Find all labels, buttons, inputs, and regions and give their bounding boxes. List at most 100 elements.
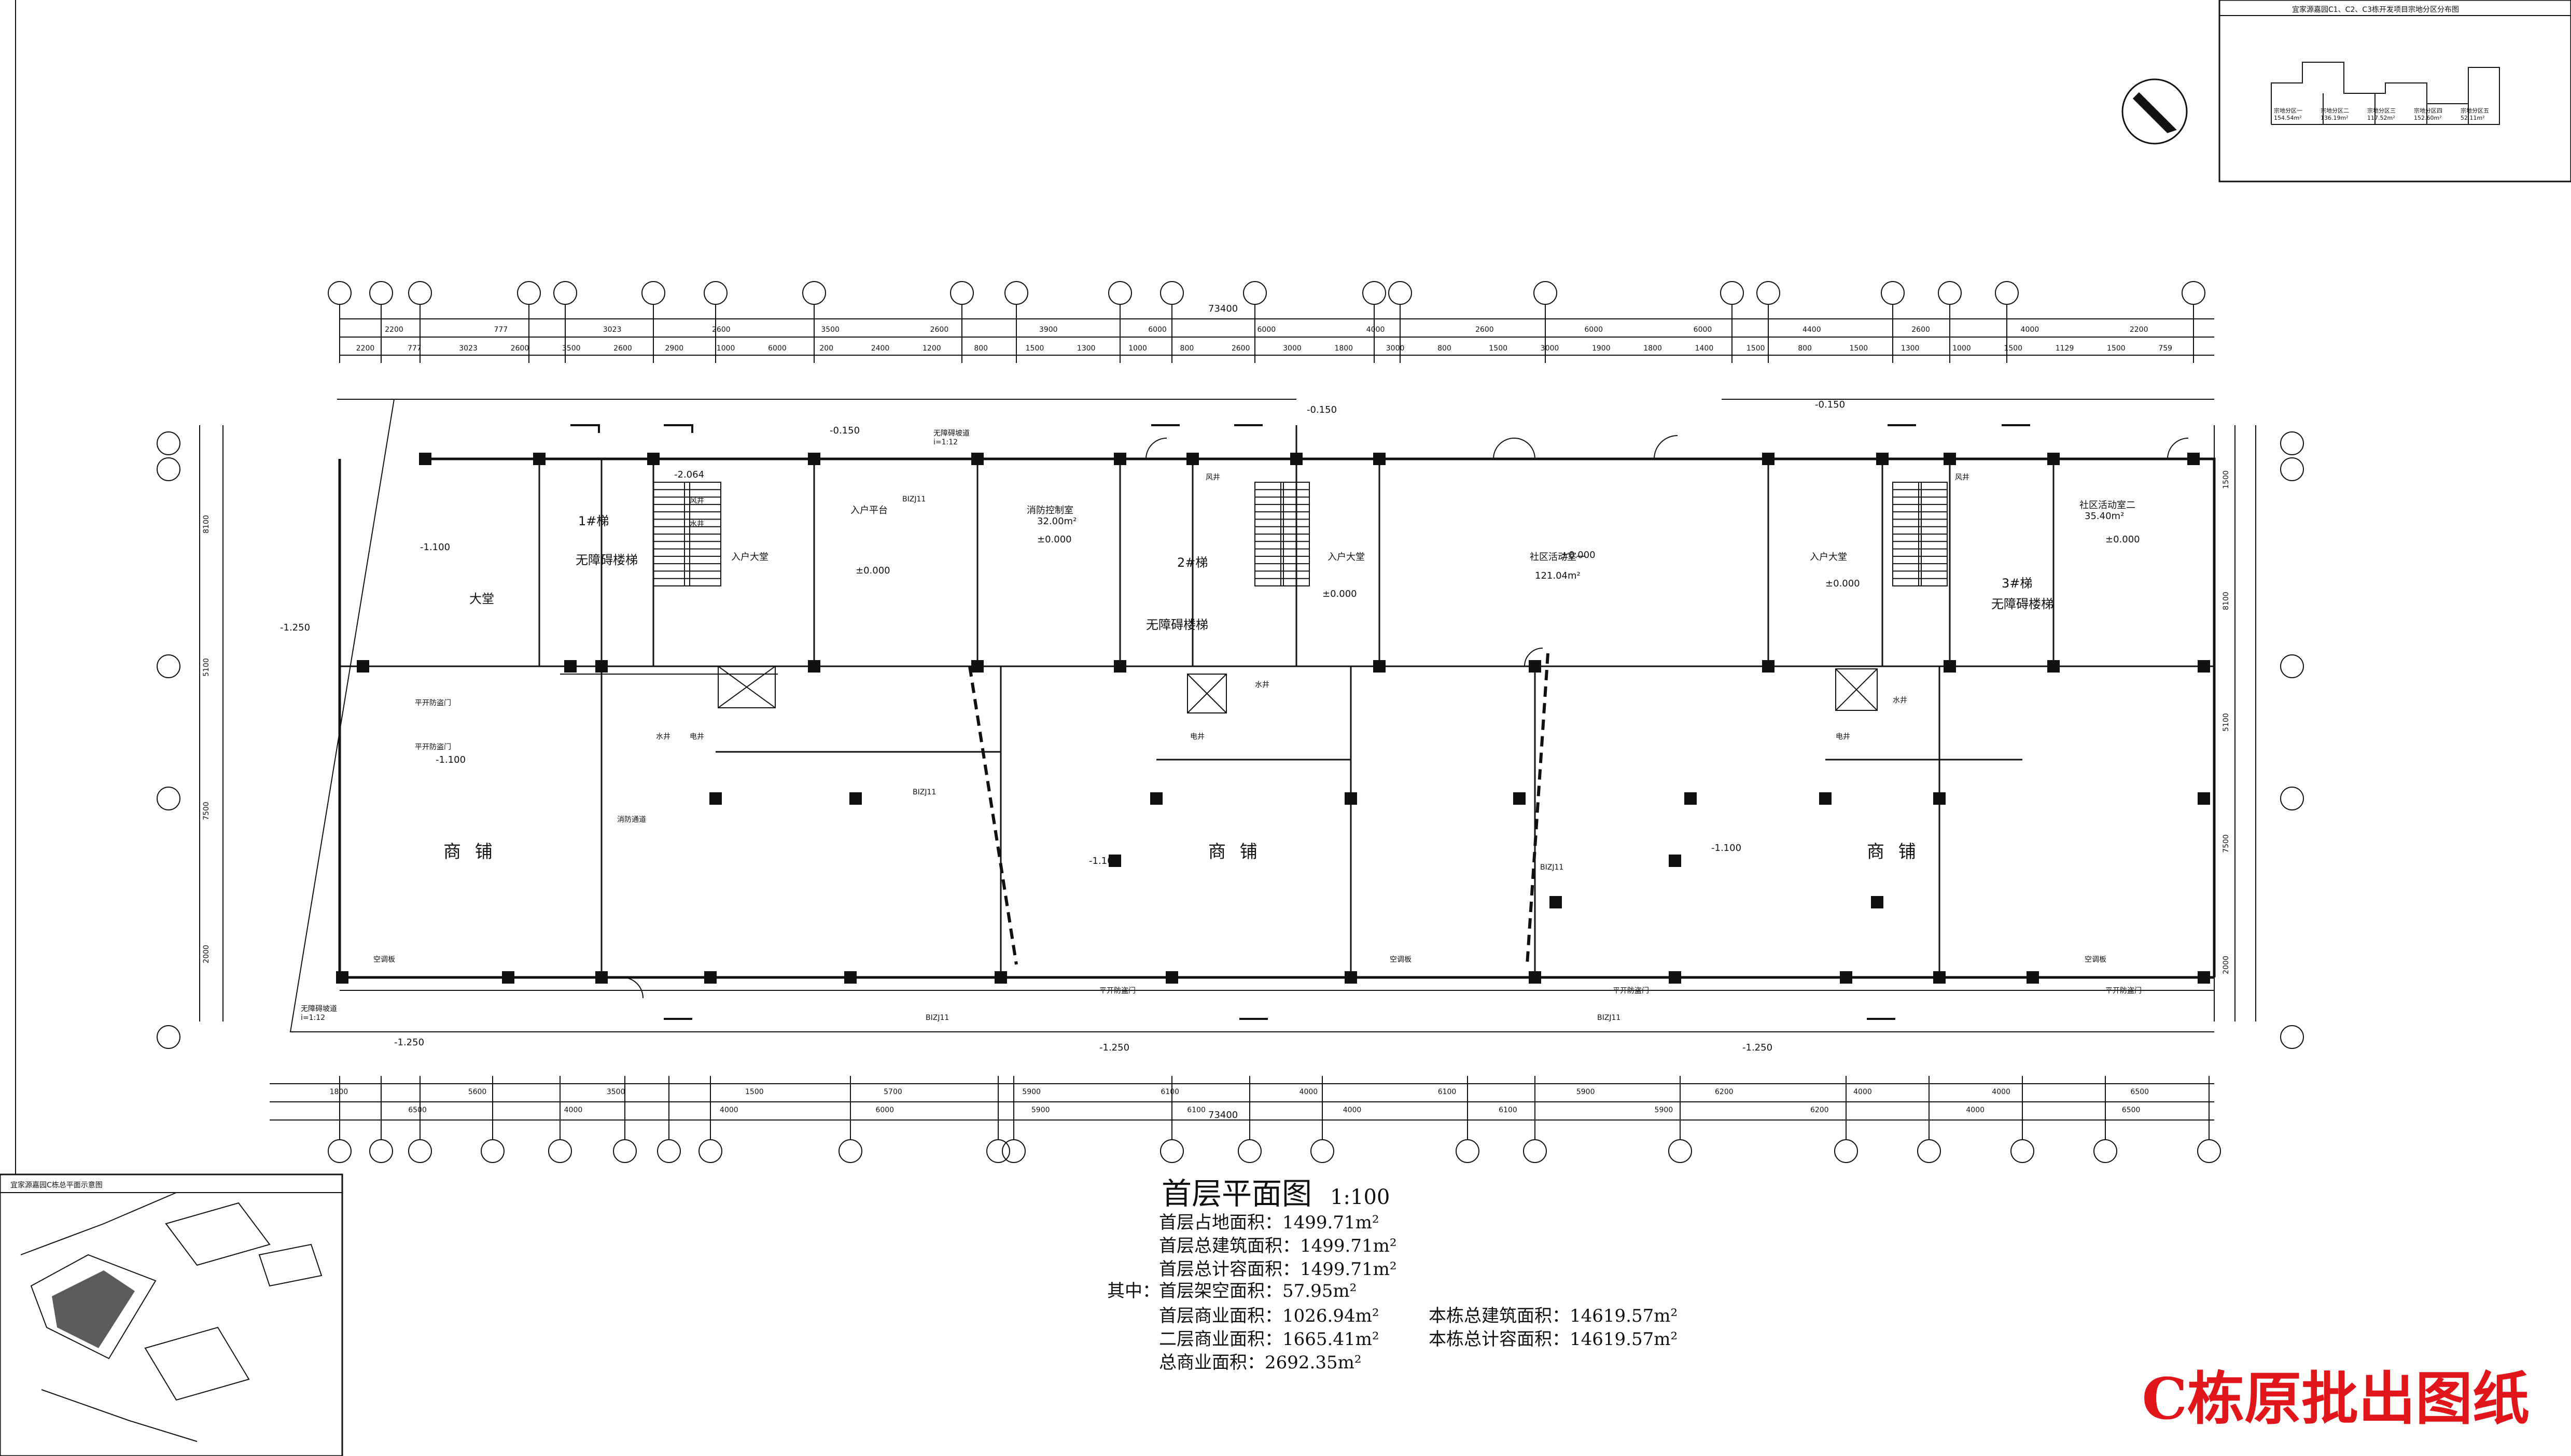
- dimension-label: 2600: [510, 344, 529, 353]
- water-shaft-label-3: 水井: [1255, 681, 1269, 689]
- dimension-label: 6200: [1810, 1106, 1829, 1114]
- gate-label-1: 平开防盗门: [415, 699, 451, 707]
- dimension-label: 6100: [1437, 1088, 1457, 1096]
- stair-1-icon: [653, 482, 721, 586]
- dimension-label: 2200: [385, 326, 403, 334]
- dimension-label: 4000: [1853, 1088, 1872, 1096]
- dimension-label: 1500: [1746, 344, 1765, 353]
- elevation-zero-4: ±0.000: [1561, 550, 1596, 561]
- dimension-label: 7500: [202, 801, 211, 820]
- dimension-label: 5100: [2221, 713, 2230, 732]
- stat-bldg-far: 本栋总计容面积：14619.57m²: [1429, 1329, 1678, 1350]
- elevation-top-2: -0.150: [1307, 404, 1337, 415]
- top-dimension-lines: [340, 318, 2214, 356]
- stat-l1-build: 首层总建筑面积：1499.71m²: [1159, 1236, 1397, 1256]
- dimension-label: 1500: [2004, 344, 2023, 353]
- dimension-label: 5900: [1031, 1106, 1050, 1114]
- shop-label-2: 商 铺: [1208, 842, 1262, 862]
- dimension-label: 1400: [1695, 344, 1714, 353]
- community-room-2-label: 社区活动室二: [2079, 500, 2135, 511]
- ramp-label-2: 无障碍坡道: [933, 429, 970, 438]
- dimension-label: 1300: [1077, 344, 1096, 353]
- dimension-label: 2900: [665, 344, 684, 353]
- escape-stair-label: 无障碍楼梯: [576, 553, 638, 567]
- elevation-top-3: -0.150: [1815, 399, 1846, 410]
- dimension-label: 6000: [1584, 326, 1603, 334]
- elevation-bottom-2: -1.250: [1099, 1042, 1130, 1053]
- dimension-label: 6000: [768, 344, 787, 353]
- stat-bldg-total: 本栋总建筑面积：14619.57m²: [1429, 1306, 1678, 1326]
- elec-shaft-label: 电井: [690, 733, 704, 741]
- dimension-label: 4000: [1343, 1106, 1362, 1114]
- elec-shaft-label-2: 电井: [1190, 733, 1205, 741]
- zoning-item: 宗地分区二 136.19m²: [2321, 107, 2349, 121]
- elevation-zero-2: ±0.000: [1037, 534, 1072, 545]
- dimension-label: 1000: [716, 344, 735, 353]
- community-room-1-label: 社区活动室一: [1530, 552, 1586, 563]
- side-grid-axes: [157, 431, 2304, 1049]
- dimension-label: 4000: [1366, 326, 1385, 334]
- elevation-stair: -2.064: [674, 469, 705, 480]
- top-grid-axes: [328, 281, 2205, 363]
- dimension-label: 8100: [202, 515, 211, 534]
- dimension-label: 777: [407, 344, 422, 353]
- bottom-dimension-lines: [270, 1083, 2214, 1121]
- dimension-label: 3500: [821, 326, 840, 334]
- shop-label-1: 商 铺: [443, 842, 497, 862]
- dimension-label: 6500: [408, 1106, 427, 1114]
- dimension-label: 4400: [1802, 326, 1821, 334]
- dimension-label: 1000: [1952, 344, 1971, 353]
- stat-l1-comm: 首层商业面积：1026.94m²: [1159, 1306, 1379, 1326]
- zoning-inset: [2218, 0, 2571, 183]
- dimension-label: 3000: [1540, 344, 1559, 353]
- elevation-shop-3: -1.100: [1711, 843, 1742, 853]
- dimension-label: 2200: [2129, 326, 2148, 334]
- dimension-label: 2600: [930, 326, 949, 334]
- dimension-label: 4000: [1966, 1106, 1985, 1114]
- fire-control-label: 消防控制室: [1027, 505, 1073, 516]
- dimension-label: 200: [819, 344, 834, 353]
- drawing-title: 首层平面图: [1162, 1176, 1312, 1211]
- elevation-shop-2: -1.100: [1089, 856, 1120, 866]
- stat-l2-comm: 二层商业面积：1665.41m²: [1159, 1329, 1379, 1350]
- stat-l1-open: 首层架空面积：57.95m²: [1159, 1281, 1357, 1301]
- dimension-label: 800: [1180, 344, 1194, 353]
- entry-hall-label: 入户大堂: [731, 552, 768, 563]
- dimension-label: 6000: [1257, 326, 1276, 334]
- dimension-label: 2000: [202, 945, 211, 963]
- dimension-label: 3023: [603, 326, 622, 334]
- structural-columns: [336, 453, 2210, 984]
- elevation-bottom-3: -1.250: [1742, 1042, 1773, 1053]
- platform-label: 入户平台: [850, 505, 888, 516]
- detail-ref-3: BIZJ11: [1540, 863, 1564, 872]
- total-length-top: 73400: [1208, 303, 1238, 314]
- entry-hall-2-label: 入户大堂: [1328, 552, 1365, 563]
- zoning-item: 宗地分区一 154.54m²: [2274, 107, 2302, 121]
- dimension-label: 6100: [1499, 1106, 1517, 1114]
- dimension-label: 1129: [2055, 344, 2074, 353]
- escape-stair-2-label: 无障碍楼梯: [1146, 618, 1208, 632]
- dimension-label: 759: [2158, 344, 2173, 353]
- dimension-label: 8100: [2221, 592, 2230, 610]
- detail-ref-5: BIZJ11: [902, 495, 926, 503]
- dimension-label: 800: [1798, 344, 1812, 353]
- gate-label-3: 平开防盗门: [1099, 987, 1136, 995]
- fire-passage-label: 消防通道: [617, 816, 646, 824]
- dimension-label: 1500: [1489, 344, 1508, 353]
- drawing-title-block: 首层平面图 1:100: [1162, 1169, 1390, 1213]
- dimension-label: 4000: [1992, 1088, 2010, 1096]
- dimension-label: 1500: [745, 1088, 764, 1096]
- detail-ref-4: BIZJ11: [1597, 1014, 1621, 1022]
- stat-among: 其中：: [1107, 1281, 1160, 1301]
- elevation-outside: -1.250: [280, 622, 311, 633]
- dimension-label: 2600: [613, 344, 632, 353]
- zoning-inset-title: 宜家源嘉园C1、C2、C3栋开发项目宗地分区分布图: [2292, 6, 2460, 14]
- water-shaft-label-2: 水井: [656, 733, 670, 741]
- zoning-item: 宗地分区三 117.52m²: [2367, 107, 2396, 121]
- stat-total-comm: 总商业面积：2692.35m²: [1159, 1352, 1362, 1373]
- dimension-label: 6100: [1161, 1088, 1180, 1096]
- elevation-top-1: -0.150: [830, 425, 860, 436]
- dimension-label: 7500: [2221, 834, 2230, 853]
- entry-hall-3-label: 入户大堂: [1810, 552, 1847, 563]
